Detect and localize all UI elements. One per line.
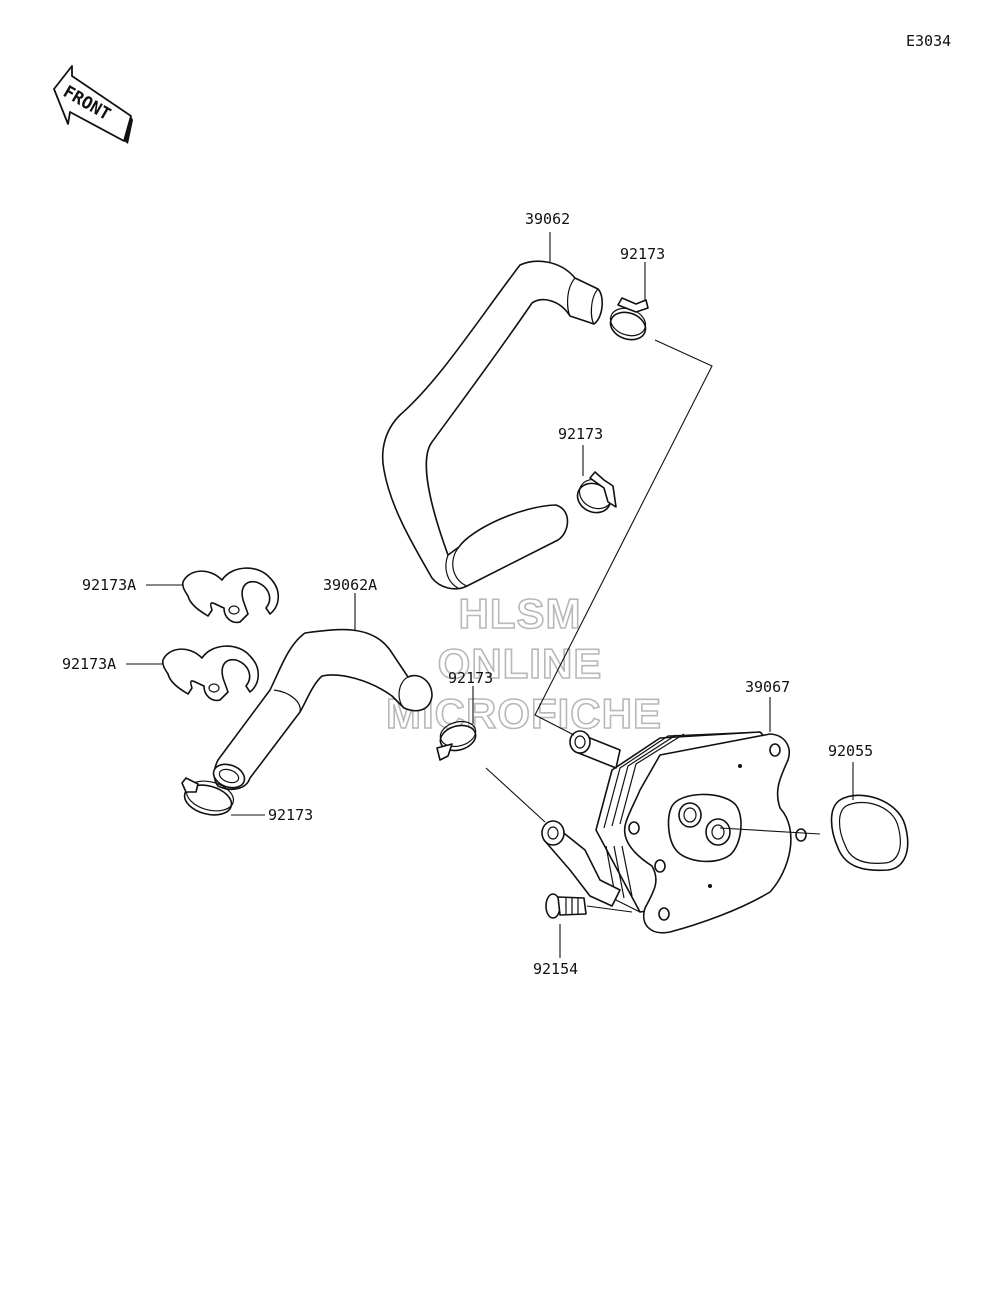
label-hose-39062: 39062: [525, 210, 570, 228]
hose-39062a: [212, 628, 433, 791]
hose-39062: [381, 260, 603, 590]
watermark-line-3: MICROFICHE: [386, 690, 662, 737]
o-ring-92055: [830, 794, 909, 872]
label-clip-a-1: 92173A: [82, 576, 136, 594]
oil-cooler-39067: [541, 730, 807, 934]
label-clamp-lower-left: 92173: [268, 806, 313, 824]
label-o-ring: 92055: [828, 742, 873, 760]
label-oil-cooler: 39067: [745, 678, 790, 696]
clip-92173a-1: [181, 567, 280, 624]
label-bolt: 92154: [533, 960, 578, 978]
leader-lines: [126, 232, 854, 958]
label-hose-39062a: 39062A: [323, 576, 377, 594]
watermark-line-1: HLSM: [459, 590, 582, 637]
clamp-lower-mid: [436, 720, 477, 761]
clamp-lower-left: [181, 777, 235, 816]
clip-92173a-2: [161, 645, 260, 702]
label-clip-a-2: 92173A: [62, 655, 116, 673]
watermark-line-2: ONLINE: [438, 640, 603, 687]
front-arrow-icon: FRONT: [53, 65, 133, 144]
clamp-upper-right: [609, 297, 649, 341]
label-clamp-lower-mid: 92173: [448, 669, 493, 687]
bolt-92154: [545, 893, 587, 919]
watermark: HLSM ONLINE MICROFICHE: [385, 589, 662, 738]
label-clamp-upper-right: 92173: [620, 245, 665, 263]
clamp-upper-mid: [576, 471, 617, 514]
label-clamp-upper-mid: 92173: [558, 425, 603, 443]
diagram-code: E3034: [906, 32, 951, 50]
